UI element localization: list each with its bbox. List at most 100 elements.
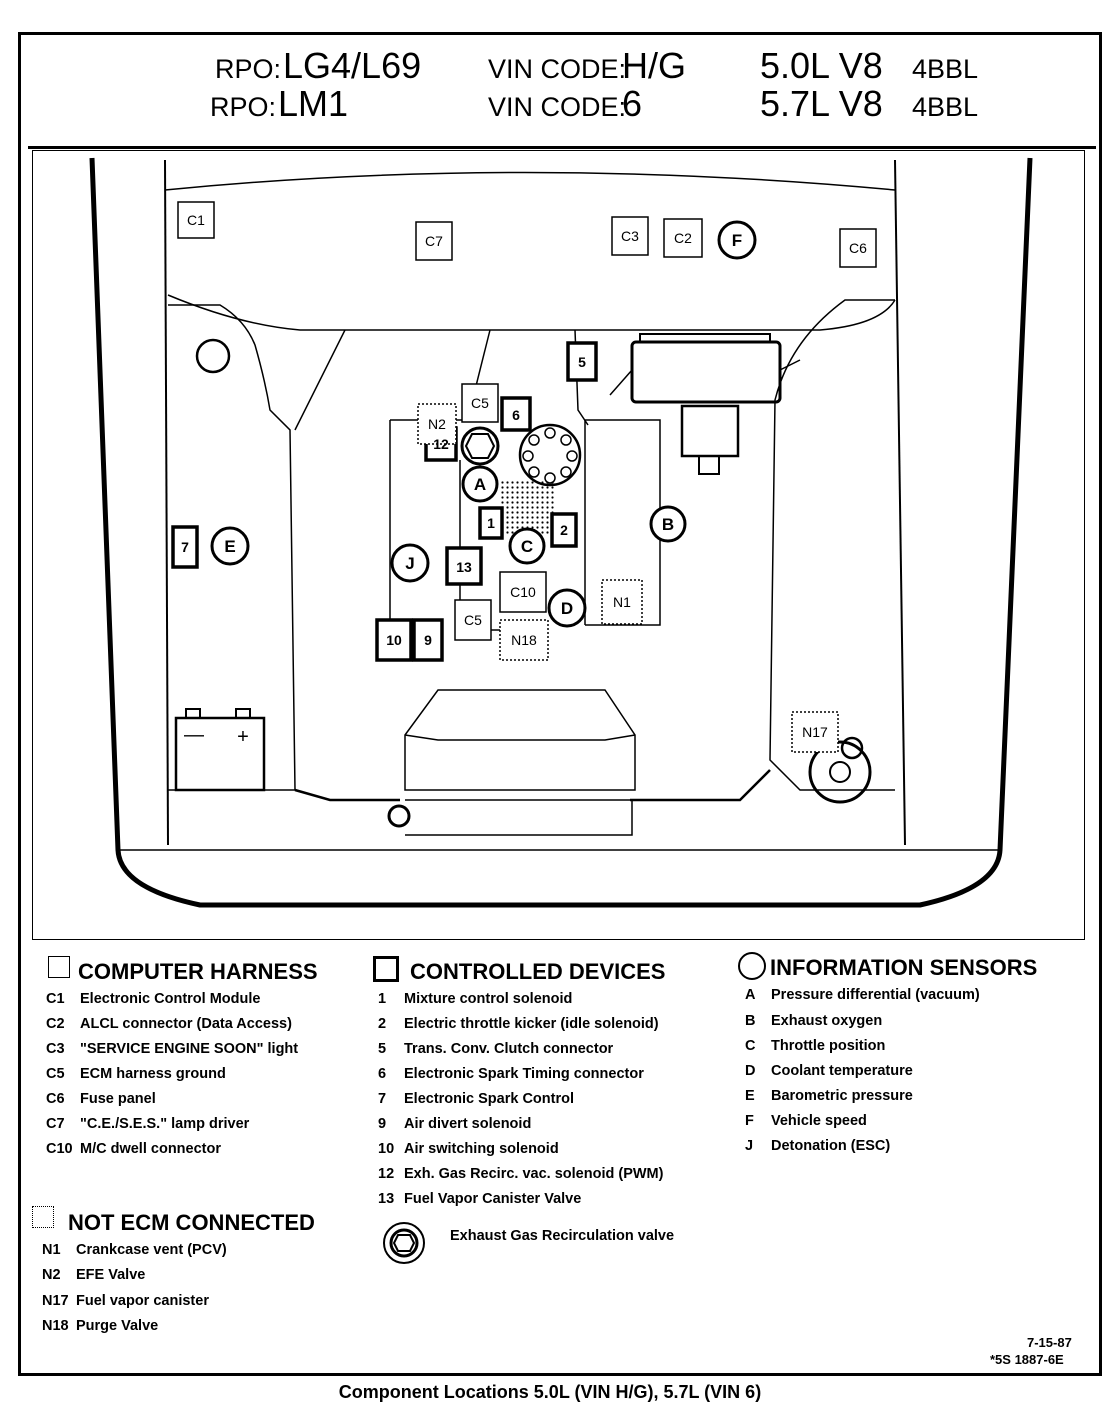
label-c6: C6 xyxy=(849,240,867,256)
egr-valve-note: Exhaust Gas Recirculation valve xyxy=(450,1228,675,1244)
n17-box xyxy=(791,711,839,753)
device-6-box xyxy=(500,396,532,432)
sensor-b-circle xyxy=(649,505,687,543)
label-n18: N18 xyxy=(511,632,537,648)
device-10-box xyxy=(375,618,413,662)
label-n1: N1 xyxy=(613,594,631,610)
battery xyxy=(174,716,266,792)
label-device-13: 13 xyxy=(456,559,472,575)
sensor-d-circle xyxy=(547,588,587,628)
thin-square-icon xyxy=(48,956,70,978)
device-1-box xyxy=(478,506,504,540)
n18-box xyxy=(499,619,549,661)
device-7-box xyxy=(171,525,199,569)
engine-2: 5.7L V8 xyxy=(760,83,883,124)
label-sensor-a: A xyxy=(474,475,486,494)
c10-box xyxy=(499,571,547,613)
carb-1: 4BBL xyxy=(912,54,979,84)
rpo-value-2: LM1 xyxy=(278,83,349,124)
label-n2: N2 xyxy=(428,416,446,432)
device-5-box xyxy=(566,341,598,382)
rpo-label-1: RPO: xyxy=(215,54,282,84)
battery-minus-label: — xyxy=(184,724,204,746)
sensor-c-circle xyxy=(508,527,546,565)
c7-box xyxy=(415,221,453,261)
egr-valve-icon xyxy=(383,1222,425,1264)
body-outline xyxy=(89,157,1033,908)
label-sensor-b: B xyxy=(662,515,674,534)
sensor-j-circle xyxy=(390,543,430,583)
rpo-value-1: LG4/L69 xyxy=(283,45,422,86)
n1-box xyxy=(601,579,643,625)
air-cleaner xyxy=(630,340,782,404)
reference-code: *5S 1887-6E xyxy=(990,1352,1064,1367)
c6-box xyxy=(839,228,877,268)
c5-bot-box xyxy=(454,599,492,641)
label-device-10: 10 xyxy=(386,632,402,648)
label-n17: N17 xyxy=(802,724,828,740)
device-2-box xyxy=(550,512,578,548)
sensor-f-circle xyxy=(717,220,757,260)
vin-value-2: 6 xyxy=(622,83,643,124)
label-device-12: 12 xyxy=(433,436,449,452)
not-ecm-connected-title: NOT ECM CONNECTED xyxy=(68,1210,315,1235)
label-device-9: 9 xyxy=(424,632,432,648)
date-stamp: 7-15-87 xyxy=(1027,1335,1072,1350)
label-c7: C7 xyxy=(425,233,443,249)
label-sensor-e: E xyxy=(224,537,235,556)
vin-label-1: VIN CODE: xyxy=(488,54,627,84)
label-c3: C3 xyxy=(621,228,639,244)
label-c5-bot: C5 xyxy=(464,612,482,628)
label-device-2: 2 xyxy=(560,522,568,538)
label-device-7: 7 xyxy=(181,539,189,555)
c5-top-box xyxy=(461,383,499,423)
label-c5-top: C5 xyxy=(471,395,489,411)
figure-caption: Component Locations 5.0L (VIN H/G), 5.7L… xyxy=(338,1382,762,1402)
rpo-label-2: RPO: xyxy=(210,92,277,122)
device-9-box xyxy=(412,618,444,662)
label-sensor-f: F xyxy=(732,231,742,250)
vin-label-2: VIN CODE: xyxy=(488,92,627,122)
vin-value-1: H/G xyxy=(622,45,687,86)
sensor-e-circle xyxy=(210,526,250,566)
thick-square-icon xyxy=(373,956,399,982)
label-device-5: 5 xyxy=(578,354,586,370)
engine-diagram-frame xyxy=(32,150,1085,940)
label-c1: C1 xyxy=(187,212,205,228)
n2-box xyxy=(417,403,457,445)
label-c10: C10 xyxy=(510,584,536,600)
legend-item: C3"SERVICE ENGINE SOON" light xyxy=(46,1041,299,1057)
c1-box xyxy=(177,201,215,239)
header: RPO: LG4/L69 VIN CODE: H/G 5.0L V8 4BBL … xyxy=(28,40,1096,149)
page-frame xyxy=(18,32,1102,1376)
carburetor-area xyxy=(500,480,555,535)
c3-box xyxy=(611,216,649,256)
dotted-square-icon xyxy=(32,1206,54,1228)
engine-1: 5.0L V8 xyxy=(760,45,883,86)
battery-plus-label: + xyxy=(237,726,249,748)
